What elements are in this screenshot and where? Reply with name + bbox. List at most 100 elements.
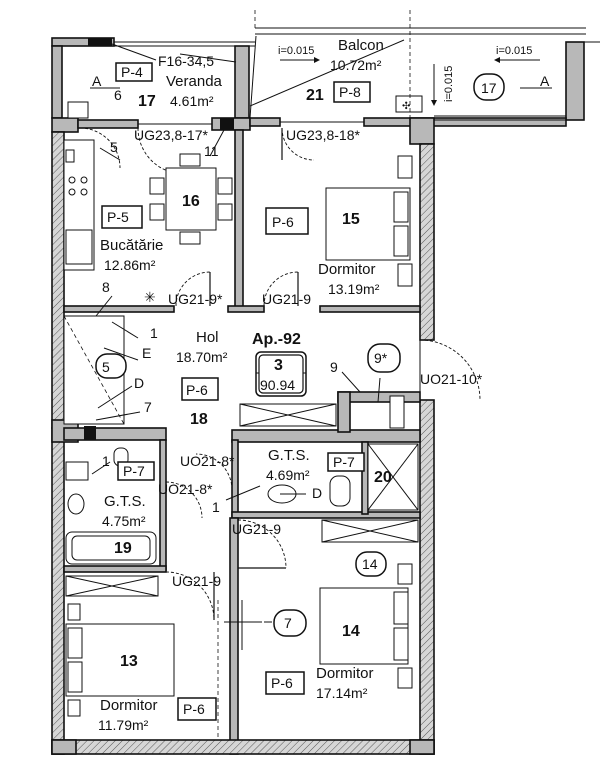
marker-9: 9: [330, 359, 338, 375]
circle-marker-14: [355, 551, 387, 577]
tag-box-hol: [181, 377, 219, 401]
room-number-dormitor14: 14: [342, 623, 360, 640]
chair: [149, 177, 165, 195]
wall-top-bed15-left: [249, 117, 281, 127]
leader-line: [341, 371, 361, 393]
wall-bath19-bottom: [63, 565, 167, 573]
apartment-rooms: 3: [274, 357, 283, 374]
room-label-balcon: Balcon: [338, 37, 384, 54]
section-label-a2: A: [540, 73, 550, 89]
stove-burner-icon: [80, 176, 88, 184]
room-number-gts20: 20: [374, 469, 392, 486]
tag-box-dormitor13: [177, 697, 217, 721]
wall-black-column-2: [84, 426, 96, 440]
area-veranda: 4.61m²: [170, 93, 214, 109]
area-dormitor14: 17.14m²: [316, 685, 368, 701]
leader-line: [103, 347, 139, 361]
wall-right-upper: [419, 143, 435, 341]
door-label-uo21-8-b: UO21-8*: [158, 481, 213, 497]
room-number-dormitor13: 13: [120, 653, 138, 670]
marker-7: 7: [144, 399, 152, 415]
room-number-dormitor15: 15: [342, 211, 360, 228]
pillow: [393, 627, 409, 661]
slope-arrow-head: [314, 57, 320, 63]
tag-box-dormitor14: [265, 671, 305, 695]
leader-line: [97, 385, 133, 409]
nightstand: [397, 263, 413, 287]
room-number-balcon: 21: [306, 87, 324, 104]
wall-hall-bottom-right: [231, 429, 421, 443]
area-bucatarie: 12.86m²: [104, 257, 156, 273]
wall-bath19-right: [159, 439, 167, 571]
kitchen-sink-icon: [65, 229, 93, 265]
room-number-bucatarie: 16: [182, 193, 200, 210]
letter-e: E: [142, 345, 151, 361]
tag-veranda: P-4: [121, 64, 143, 80]
chair: [179, 153, 201, 167]
labels: F16-34,5 UG23,8-17* UG23,8-18* P-4 Veran…: [92, 37, 550, 733]
pillow: [393, 225, 409, 257]
slope-arrow-head: [431, 100, 437, 106]
slope-arrow-head: [494, 57, 500, 63]
bath20-toilet-icon: [329, 475, 351, 507]
pillow: [67, 627, 83, 659]
tag-gts19: P-7: [123, 463, 145, 479]
door-arc-bed13: [165, 571, 215, 621]
door-label-ug21-9-bed14: UG21-9: [232, 521, 281, 537]
chair: [149, 203, 165, 221]
leader-line: [111, 321, 139, 339]
pillow: [67, 661, 83, 693]
wall-right-lower: [419, 399, 435, 755]
section-label-a1: A: [92, 73, 102, 89]
wall-corner-column: [409, 117, 435, 145]
leader-line: [225, 485, 261, 501]
bed-14: [319, 587, 409, 665]
wall-top-kitchen: [77, 119, 139, 129]
door-arc-veranda: [79, 127, 121, 169]
drain-fan-icon: ✣: [402, 101, 410, 112]
wall-black-column: [220, 118, 234, 130]
door-arc-bath19: [165, 481, 203, 519]
kitchen-vent-icon: ✳: [144, 289, 156, 305]
wardrobe-diagonal: [65, 575, 159, 597]
tag-dormitor13: P-6: [183, 701, 205, 717]
bathtub: [65, 531, 157, 565]
room-number-gts19: 19: [114, 540, 132, 557]
slope-arrows: [111, 43, 540, 106]
room-label-gts19: G.T.S.: [104, 493, 146, 510]
room-number-veranda: 17: [138, 93, 156, 110]
nightstand: [67, 699, 81, 717]
nightstand: [397, 155, 413, 179]
wall-veranda-left: [51, 45, 63, 119]
bath19-sink-icon: [67, 493, 85, 515]
veranda-drain-icon: [67, 101, 89, 119]
wall-bath20-left: [231, 439, 239, 521]
door-arc-kitchen: [175, 271, 211, 307]
wall-kitchen-bottom: [63, 305, 175, 313]
balcony-drain-icon: [395, 95, 423, 113]
door-arc-bed14: [237, 519, 287, 569]
leader-line-f16-2: [111, 43, 157, 61]
room-number-hol: 18: [190, 411, 208, 428]
wall-bed13-bed14: [229, 517, 239, 755]
letter-d-hall: D: [134, 375, 144, 391]
tag-hol: P-6: [186, 382, 208, 398]
tag-box-dormitor15: [265, 207, 309, 235]
wall-kitchen-bedroom: [234, 129, 244, 311]
marker-5-kitchen: 5: [110, 139, 118, 155]
leader-line: [209, 129, 225, 157]
bath19-washer-icon: [65, 461, 89, 481]
area-dormitor13: 11.79m²: [98, 717, 149, 733]
chair: [179, 231, 201, 245]
tag-box-veranda: [115, 62, 153, 82]
room-label-veranda: Veranda: [166, 73, 223, 90]
marker-1-bath19: 1: [102, 453, 110, 469]
tag-bucatarie: P-5: [107, 209, 129, 225]
circle-marker-9: [367, 343, 401, 373]
room-label-gts20: G.T.S.: [268, 447, 310, 464]
door-arc-entrance: [419, 339, 481, 401]
tag-gts20: P-7: [333, 454, 355, 470]
slope-label-2: i=0.015: [496, 45, 532, 57]
circle-label-7: 7: [284, 615, 292, 631]
